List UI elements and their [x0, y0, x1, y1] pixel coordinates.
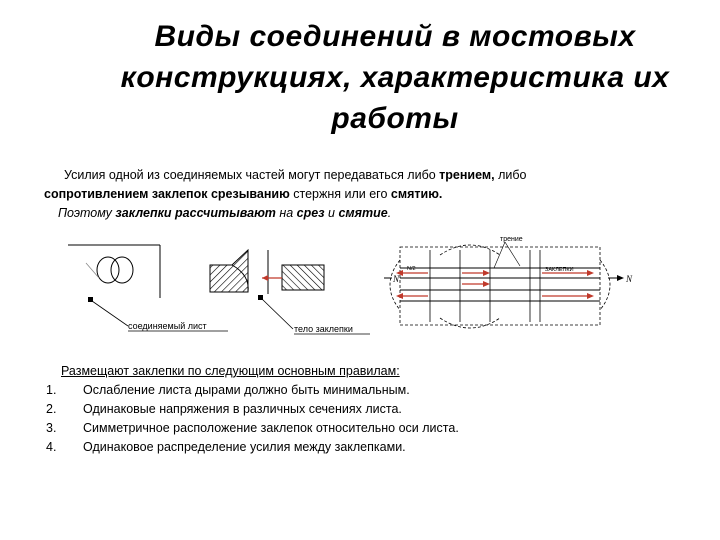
item-text: Ослабление листа дырами должно быть мини… [83, 383, 410, 397]
term-bearing: смятие [338, 206, 388, 220]
item-text: Симметричное расположение заклепок относ… [83, 421, 459, 435]
label-sheet: соединяемый лист [128, 321, 207, 331]
text-span: либо [494, 168, 527, 182]
joint-force-diagram [384, 241, 624, 329]
text-span: и [324, 206, 339, 220]
intro-paragraph: Усилия одной из соединяемых частей могут… [44, 166, 664, 223]
term-crushing: смятию. [390, 187, 443, 201]
text-span: Усилия одной из соединяемых частей могут… [64, 168, 440, 182]
item-number: 1. [46, 383, 57, 397]
term-shear: срез [296, 206, 325, 220]
label-shear: ЗАКЛЕПКИ [545, 267, 574, 273]
label-force: N/2 [407, 266, 416, 272]
paragraph-line-3: Поэтому заклепки рассчитывают на срез и … [44, 204, 664, 223]
item-number: 2. [46, 402, 57, 416]
list-item: 3. Симметричное расположение заклепок отн… [44, 419, 664, 438]
term-shear-resistance: сопротивлением заклепок срезыванию [44, 187, 290, 201]
paragraph-line-2: сопротивлением заклепок срезыванию стерж… [44, 185, 664, 204]
term-friction: трением, [439, 168, 495, 182]
sheet-plan-view [68, 244, 161, 327]
item-number: 3. [46, 421, 57, 435]
item-number: 4. [46, 440, 57, 454]
term-rivets-calculated: заклепки рассчитывают [115, 206, 276, 220]
text-span: Поэтому [58, 206, 116, 220]
title-line-2: конструкциях, характеристика их [120, 61, 670, 94]
page-title: Виды соединений в мостовых конструкциях,… [70, 16, 720, 139]
list-item: 2. Одинаковые напряжения в различных сече… [44, 400, 664, 419]
label-rivet: тело заклепки [294, 324, 353, 334]
title-line-1: Виды соединений в мостовых [154, 20, 636, 53]
item-text: Одинаковое распределение усилия между за… [83, 440, 406, 454]
list-item: 1. Ослабление листа дырами должно быть ми… [44, 381, 664, 400]
list-item: 4. Одинаковое распределение усилия между … [44, 438, 664, 457]
rivet-joint-figure: соединяемый лист тело заклепки [68, 236, 633, 335]
text-span: стержня или его [289, 187, 391, 201]
label-N-right: N [625, 274, 633, 284]
rivet-body-diagram [209, 248, 325, 330]
rules-items: 1. Ослабление листа дырами должно быть ми… [44, 381, 664, 457]
text-span: на [275, 206, 297, 220]
paragraph-line-1: Усилия одной из соединяемых частей могут… [44, 166, 664, 185]
rules-heading: Размещают заклепки по следующим основным… [61, 364, 400, 378]
label-friction: трение [500, 236, 523, 243]
item-text: Одинаковые напряжения в различных сечени… [83, 402, 402, 416]
title-line-3: работы [331, 102, 459, 135]
rules-list: Размещают заклепки по следующим основным… [44, 362, 664, 457]
label-N-left: N [392, 274, 400, 284]
text-span: . [387, 206, 392, 220]
